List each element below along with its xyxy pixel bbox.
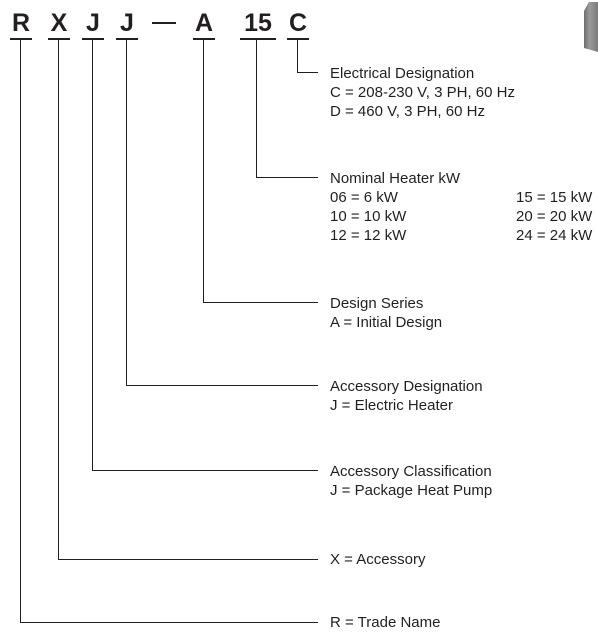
leader-a-vertical bbox=[203, 40, 204, 302]
leader-x-horizontal bbox=[58, 559, 318, 560]
code-underline-j-classification bbox=[82, 38, 104, 40]
leader-15-horizontal bbox=[256, 177, 318, 178]
leader-r-horizontal bbox=[20, 622, 318, 623]
leader-j-classification-vertical bbox=[92, 40, 93, 470]
design-series-title: Design Series bbox=[330, 295, 424, 312]
code-char-c: C bbox=[288, 9, 308, 37]
code-char-a: A bbox=[194, 9, 214, 37]
design-series-option-a: A = Initial Design bbox=[330, 314, 443, 331]
code-underline-c bbox=[287, 38, 309, 40]
code-underline-x bbox=[48, 38, 70, 40]
leader-j-classification-horizontal bbox=[92, 470, 318, 471]
kw-option: 06 = 6 kW bbox=[330, 189, 398, 206]
code-underline-15 bbox=[240, 38, 276, 40]
kw-option: 15 = 15 kW bbox=[516, 189, 593, 206]
kw-option: 10 = 10 kW bbox=[330, 208, 407, 225]
accessory-designation-block: Accessory Designation J = Electric Heate… bbox=[330, 377, 483, 415]
code-char-15: 15 bbox=[244, 9, 272, 37]
accessory-classification-title: Accessory Classification bbox=[330, 463, 492, 480]
code-char-j-designation: J bbox=[120, 9, 134, 37]
electrical-designation-block: Electrical Designation C = 208-230 V, 3 … bbox=[330, 64, 515, 121]
accessory-label: X = Accessory bbox=[330, 551, 426, 568]
accessory-designation-title: Accessory Designation bbox=[330, 378, 483, 395]
leader-15-vertical bbox=[256, 40, 257, 177]
code-char-j-classification: J bbox=[86, 9, 100, 37]
accessory-block: X = Accessory bbox=[330, 550, 425, 569]
leader-c-vertical bbox=[297, 40, 298, 72]
code-dash bbox=[152, 22, 176, 24]
design-series-block: Design Series A = Initial Design bbox=[330, 294, 442, 332]
accessory-classification-option-j: J = Package Heat Pump bbox=[330, 482, 493, 499]
trade-name-label: R = Trade Name bbox=[330, 614, 441, 631]
leader-j-designation-vertical bbox=[126, 40, 127, 385]
leader-j-designation-horizontal bbox=[126, 385, 318, 386]
trade-name-block: R = Trade Name bbox=[330, 613, 440, 632]
code-underline-r bbox=[10, 38, 32, 40]
accessory-classification-block: Accessory Classification J = Package Hea… bbox=[330, 462, 492, 500]
electrical-designation-title: Electrical Designation bbox=[330, 65, 475, 82]
code-char-x: X bbox=[50, 9, 68, 37]
kw-option: 12 = 12 kW bbox=[330, 227, 407, 244]
leader-c-horizontal bbox=[297, 72, 318, 73]
leader-r-vertical bbox=[20, 40, 21, 622]
code-underline-j-designation bbox=[116, 38, 138, 40]
electrical-designation-option-c: C = 208-230 V, 3 PH, 60 Hz bbox=[330, 84, 515, 101]
leader-x-vertical bbox=[58, 40, 59, 559]
nominal-heater-kw-block: Nominal Heater kW 06 = 6 kW 15 = 15 kW 1… bbox=[330, 169, 592, 245]
nominal-heater-kw-title: Nominal Heater kW bbox=[330, 170, 461, 187]
leader-a-horizontal bbox=[203, 302, 318, 303]
code-underline-a bbox=[193, 38, 215, 40]
kw-option: 24 = 24 kW bbox=[516, 227, 593, 244]
product-photo-image bbox=[584, 2, 598, 52]
electrical-designation-option-d: D = 460 V, 3 PH, 60 Hz bbox=[330, 103, 485, 120]
kw-option: 20 = 20 kW bbox=[516, 208, 593, 225]
nominal-heater-kw-table: 06 = 6 kW 15 = 15 kW 10 = 10 kW 20 = 20 … bbox=[330, 188, 592, 245]
code-char-r: R bbox=[11, 9, 31, 37]
accessory-designation-option-j: J = Electric Heater bbox=[330, 397, 453, 414]
